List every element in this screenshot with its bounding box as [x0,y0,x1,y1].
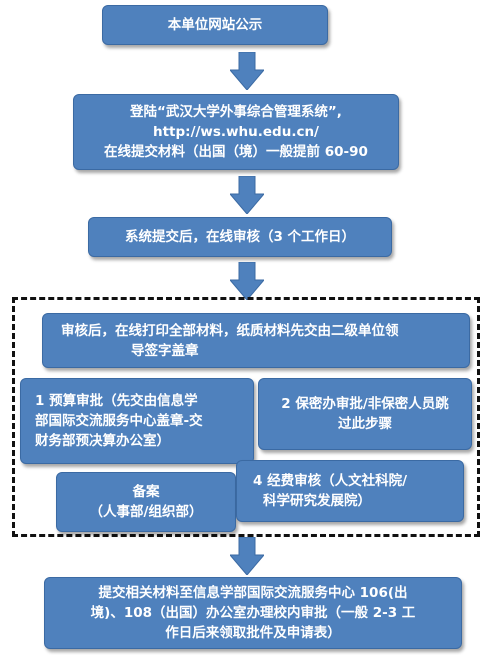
down-arrow-icon [230,262,264,300]
step-text-line: 4 经费审核（人文社科院/ [253,473,408,489]
down-arrow-icon [230,176,264,214]
step-text-line: 财务部预决算办公室） [35,433,170,449]
step-text-line: 导签字盖章 [131,342,199,359]
step-security-approval: 2 保密办审批/非保密人员跳 过此步骤 [258,378,472,450]
step-text-line: 在线提交材料（出国（境）一般提前 60-90 [104,144,368,160]
step-filing: 备案 （人事部/组织部） [56,472,236,532]
step-funding-review: 4 经费审核（人文社科院/ 科学研究发展院） [236,460,464,522]
step-submit-materials: 提交相关材料至信息学部国际交流服务中心 106(出 境)、108（出国）办公室办… [44,577,462,649]
step-login-system: 登陆“武汉大学外事综合管理系统”, http://ws.whu.edu.cn/ … [73,94,399,170]
step-text-line: 1 预算审批（先交由信息学 [35,393,198,409]
step-print-materials: 审核后，在线打印全部材料，纸质材料先交由二级单位领 导签字盖章 [42,313,470,368]
step-budget-approval: 1 预算审批（先交由信息学 部国际交流服务中心盖章-交 财务部预决算办公室） [20,378,254,464]
step-text-line: 备案 [132,484,160,500]
step-text-line: 科学研究发展院） [263,493,371,509]
down-arrow-icon [230,537,264,575]
step-text-line: （人事部/组织部） [89,504,203,520]
step-website-notice: 本单位网站公示 [102,5,328,45]
step-text-line: 境)、108（出国）办公室办理校内审批（一般 2-3 工 [90,605,416,621]
step-text-line: 过此步骤 [338,416,392,432]
parallel-steps-group [12,297,480,537]
step-text-line: 系统提交后，在线审核（3 个工作日） [124,229,356,245]
step-online-review: 系统提交后，在线审核（3 个工作日） [88,217,392,257]
step-text-line: 本单位网站公示 [167,17,263,33]
step-text-line: 审核后，在线打印全部材料，纸质材料先交由二级单位领 [61,322,399,339]
step-text-line: http://ws.whu.edu.cn/ [152,124,319,140]
step-text-line: 部国际交流服务中心盖章-交 [35,413,203,429]
step-text-line: 作日后来领取批件及申请表） [165,625,341,641]
step-text-line: 2 保密办审批/非保密人员跳 [281,396,449,412]
step-text-line: 提交相关材料至信息学部国际交流服务中心 106(出 [98,585,408,601]
down-arrow-icon [230,52,264,90]
step-text-line: 登陆“武汉大学外事综合管理系统”, [130,104,342,120]
